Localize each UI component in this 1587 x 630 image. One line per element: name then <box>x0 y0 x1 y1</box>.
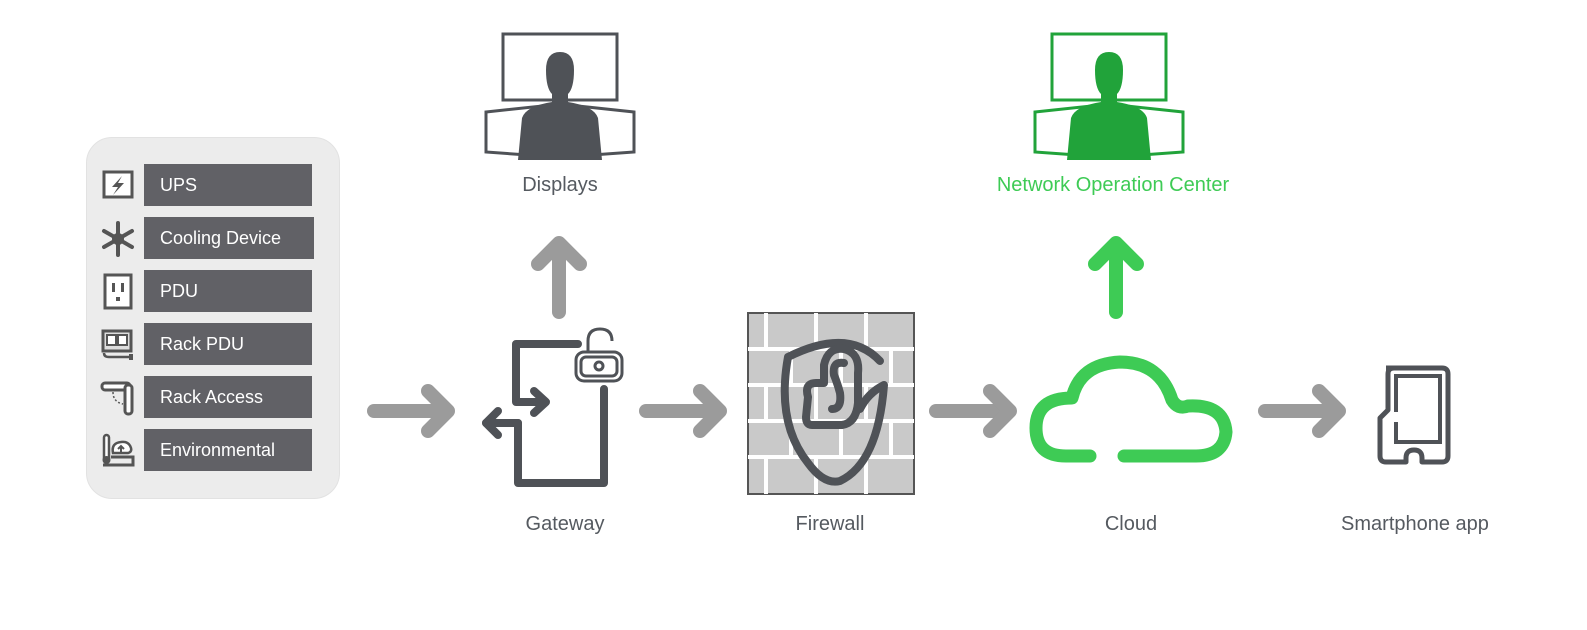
smartphone-node[interactable] <box>1377 365 1451 466</box>
smartphone-icon <box>1377 365 1451 465</box>
power-outlet-icon <box>103 273 133 310</box>
flow-arrow-right-icon <box>367 384 455 438</box>
cloud-node[interactable] <box>1028 354 1234 466</box>
noc-node[interactable] <box>1033 32 1185 160</box>
device-label: PDU <box>144 270 312 312</box>
device-label: Cooling Device <box>144 217 314 259</box>
gateway-unlocked-icon <box>482 327 624 487</box>
flow-arrow-up-icon <box>531 236 587 319</box>
device-item-environmental[interactable]: Environmental <box>87 429 339 471</box>
flow-arrow-right-icon <box>1258 384 1346 438</box>
smartphone-label: Smartphone app <box>1341 513 1489 535</box>
displays-node[interactable] <box>484 32 636 160</box>
firewall-label: Firewall <box>795 513 865 535</box>
device-label: Environmental <box>144 429 312 471</box>
cloud-icon <box>1029 355 1233 463</box>
rack-door-icon <box>100 381 134 416</box>
firewall-node[interactable] <box>747 312 915 495</box>
gateway-label: Gateway <box>525 513 605 535</box>
cloud-label: Cloud <box>1104 513 1158 535</box>
device-item-ups[interactable]: UPS <box>87 164 339 206</box>
device-item-pdu[interactable]: PDU <box>87 270 339 312</box>
flow-arrow-up-icon <box>1088 236 1144 319</box>
shield-lock-firewall-icon <box>747 312 915 495</box>
noc-label: Network Operation Center <box>996 174 1230 196</box>
ups-lightning-icon <box>102 170 134 199</box>
flow-arrow-right-icon <box>929 384 1017 438</box>
displays-label: Displays <box>522 174 598 196</box>
rack-pdu-icon <box>101 329 133 360</box>
flow-arrow-right-icon <box>639 384 727 438</box>
device-item-cooling[interactable]: Cooling Device <box>87 217 339 259</box>
gateway-node[interactable] <box>478 325 628 487</box>
device-item-rack-pdu[interactable]: Rack PDU <box>87 323 339 365</box>
environmental-sensor-icon <box>102 433 135 467</box>
snowflake-icon <box>102 221 134 257</box>
device-item-rack-access[interactable]: Rack Access <box>87 376 339 418</box>
operator-displays-icon <box>1033 32 1185 160</box>
device-panel: UPS Cooling Device PDU Rack P <box>86 137 340 499</box>
device-label: Rack Access <box>144 376 312 418</box>
device-label: UPS <box>144 164 312 206</box>
operator-displays-icon <box>484 32 636 160</box>
device-label: Rack PDU <box>144 323 312 365</box>
